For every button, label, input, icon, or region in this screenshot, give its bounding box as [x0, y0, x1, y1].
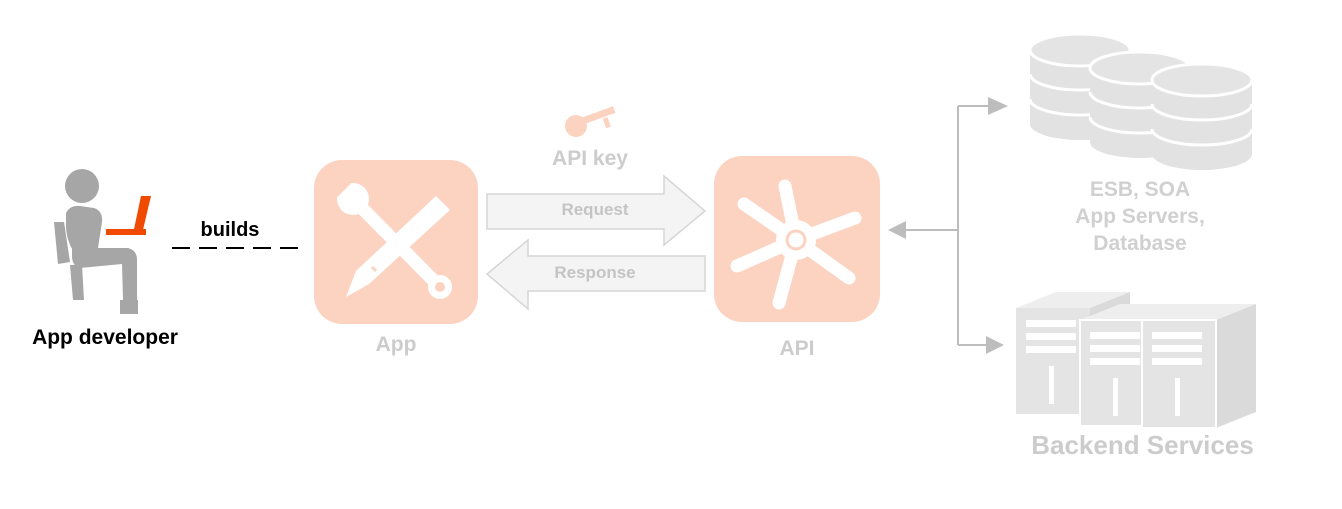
server-icon	[1016, 292, 1256, 429]
builds-label: builds	[200, 219, 260, 241]
developer-label: App developer	[32, 326, 178, 349]
connector-arrowheads	[888, 97, 1008, 354]
backend-connector	[900, 105, 990, 346]
app-label: App	[375, 333, 417, 356]
response-label: Response	[554, 263, 636, 282]
api-key-label: API key	[552, 147, 628, 170]
pencil-icon	[346, 196, 450, 297]
person-icon	[54, 169, 138, 314]
backend-system-line: Database	[1093, 232, 1187, 255]
api-tile	[714, 156, 880, 322]
response-arrow	[485, 238, 706, 311]
request-arrow	[486, 174, 707, 247]
laptop-icon	[106, 196, 151, 235]
key-icon	[565, 106, 616, 137]
request-label: Request	[561, 200, 629, 219]
backend-system-line: App Servers,	[1075, 205, 1205, 228]
backend-systems-label: ESB, SOA App Servers, Database	[1040, 176, 1240, 257]
backend-system-line: ESB, SOA	[1089, 178, 1191, 201]
backend-services-label: Backend Services	[1031, 430, 1254, 460]
database-icon	[1028, 32, 1254, 170]
api-hub-icon	[730, 179, 862, 310]
app-tile	[314, 160, 478, 324]
api-label: API	[779, 337, 815, 360]
